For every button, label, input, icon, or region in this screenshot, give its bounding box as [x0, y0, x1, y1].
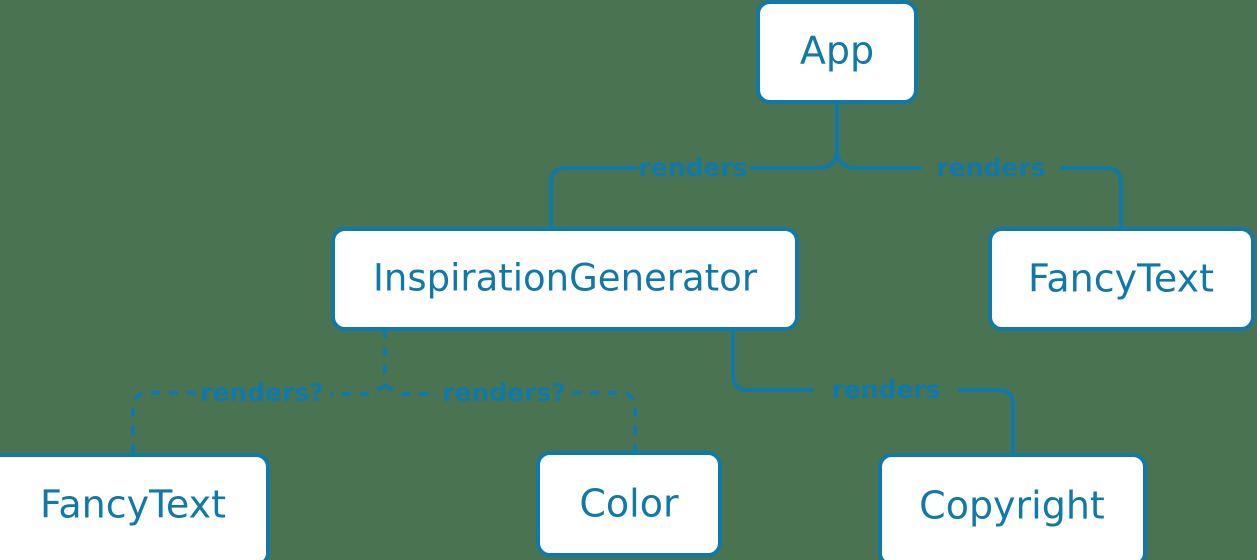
node-copyright-label: Copyright [919, 484, 1105, 528]
edge-label-app-inspirationgenerator: renders [638, 153, 747, 182]
edge-app-inspirationgenerator-tail [549, 166, 639, 231]
node-color-box[interactable] [536, 451, 722, 557]
node-inspirationgenerator-box[interactable] [331, 227, 799, 331]
edge-inspirationgenerator-copyright-tail [958, 388, 1015, 457]
node-color[interactable]: Color [536, 451, 722, 557]
node-copyright[interactable]: Copyright [878, 453, 1147, 560]
edge-inspirationgenerator-fancytext [330, 384, 386, 396]
edge-app-fancytext-tail [1060, 166, 1123, 231]
edge-label-inspirationgenerator-color: renders? [442, 378, 566, 407]
edge-inspirationgenerator-fancytext-tail [131, 391, 196, 455]
node-fancytext-top[interactable]: FancyText [988, 227, 1255, 331]
node-inspirationgenerator-label: InspirationGenerator [373, 257, 758, 300]
node-fancytext-top-box[interactable] [988, 227, 1255, 331]
node-copyright-box[interactable] [878, 453, 1147, 560]
edge-app-fancytext [835, 150, 922, 170]
edge-inspirationgenerator-copyright [731, 327, 814, 392]
edge-inspirationgenerator-color-tail [572, 391, 637, 453]
edge-app-inspirationgenerator [750, 150, 839, 170]
node-fancytext-top-label: FancyText [1028, 257, 1214, 301]
edge-inspirationgenerator-color [384, 384, 438, 396]
edge-label-app-fancytext: renders [936, 153, 1045, 182]
node-fancytext-bottom[interactable]: FancyText [0, 453, 270, 560]
node-fancytext-bottom-box[interactable] [0, 453, 270, 560]
node-app[interactable]: App [756, 0, 918, 104]
node-app-box[interactable] [756, 0, 918, 104]
node-inspirationgenerator[interactable]: InspirationGenerator [331, 227, 799, 331]
node-fancytext-bottom-label: FancyText [40, 483, 226, 527]
edge-group [131, 100, 1123, 457]
node-color-label: Color [579, 482, 679, 526]
edge-label-inspirationgenerator-fancytext: renders? [200, 378, 324, 407]
node-app-label: App [800, 29, 874, 73]
edge-label-inspirationgenerator-copyright: renders [831, 375, 940, 404]
edge-label-group: renders renders renders? renders? render… [200, 153, 1045, 407]
